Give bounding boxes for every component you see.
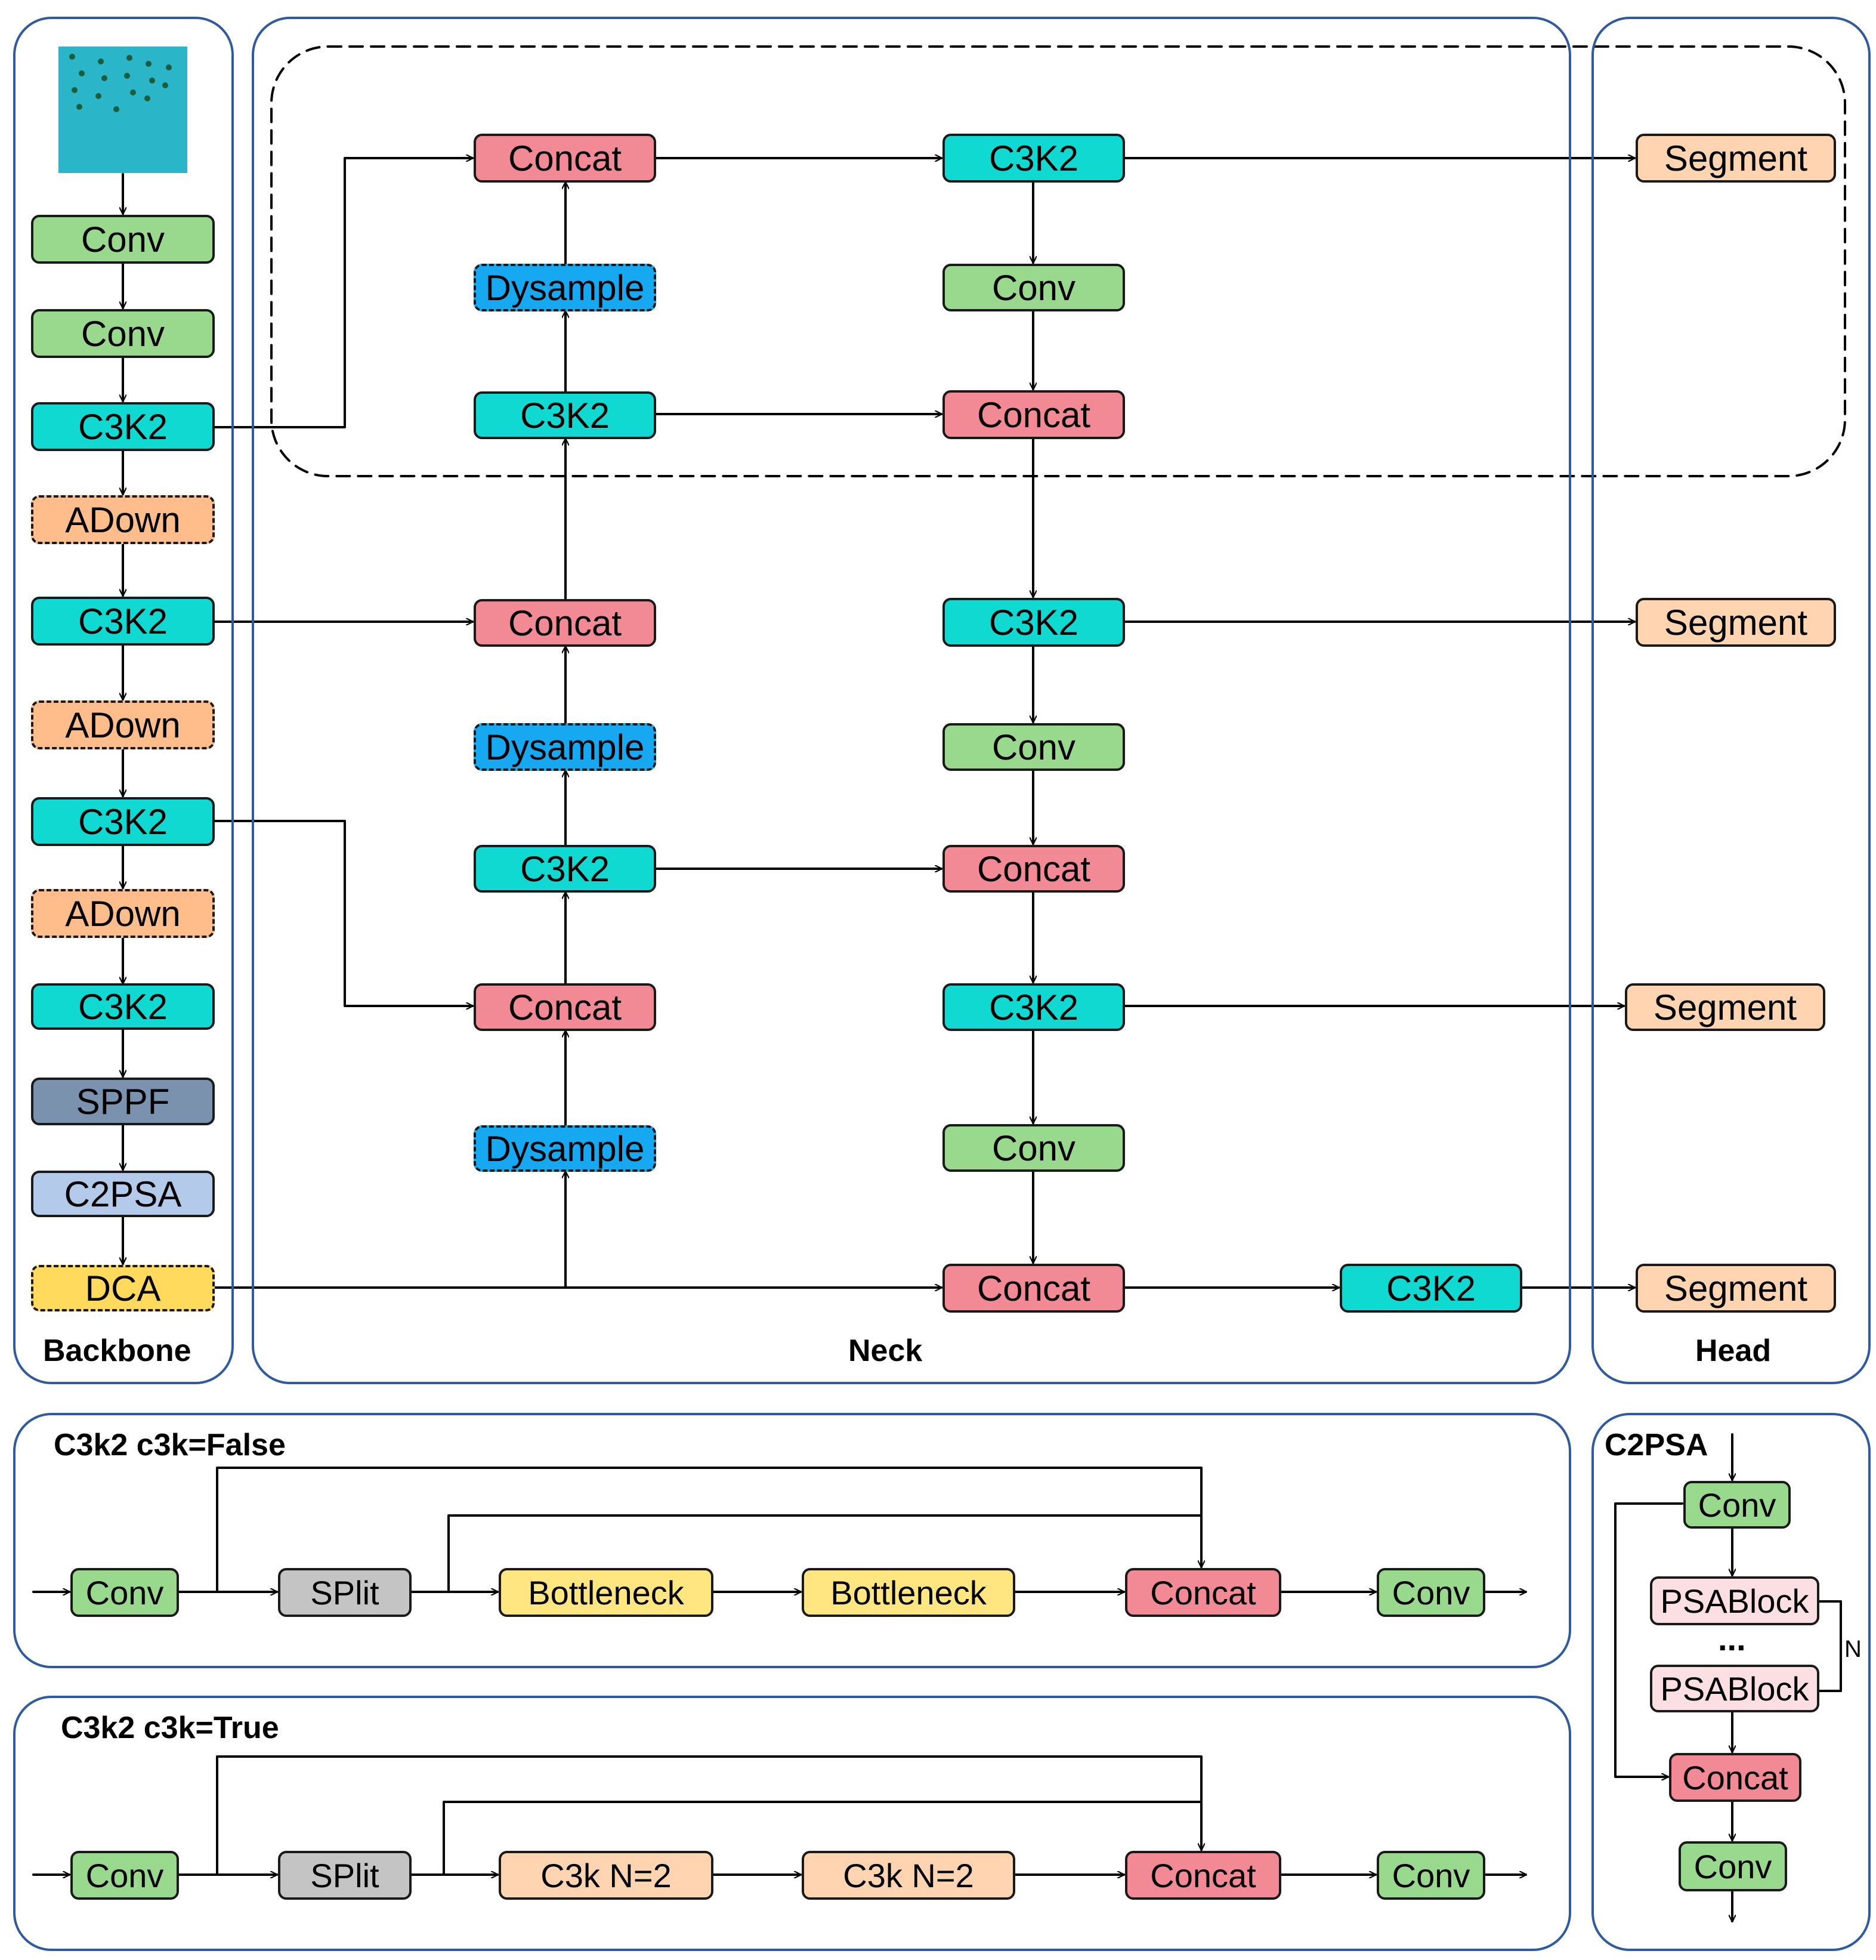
neck-dysample-3: Dysample: [474, 1125, 656, 1172]
c2psa-psablock-2: PSABlock: [1650, 1665, 1819, 1712]
backbone-panel: [13, 17, 234, 1384]
neck-concat-4: Concat: [942, 390, 1125, 439]
backbone-conv-1: Conv: [31, 215, 215, 264]
c2psa-conv-out: Conv: [1679, 1841, 1787, 1891]
backbone-adown-3: ADown: [31, 889, 215, 938]
head-panel: [1591, 17, 1871, 1384]
c2psa-n-label: N: [1844, 1636, 1862, 1662]
head-segment-3: Segment: [1625, 983, 1825, 1031]
head-segment-4: Segment: [1636, 1264, 1836, 1313]
c2psa-panel: [1591, 1413, 1871, 1951]
neck-concat-1: Concat: [474, 134, 656, 183]
neck-c3k2-2: C3K2: [474, 845, 656, 893]
neck-dysample-2: Dysample: [474, 723, 656, 771]
neck-conv-2: Conv: [942, 723, 1125, 771]
backbone-sppf: SPPF: [31, 1078, 215, 1125]
backbone-adown-1: ADown: [31, 495, 215, 544]
neck-c3k2-5: C3K2: [942, 983, 1125, 1031]
c3k2f-concat: Concat: [1125, 1568, 1281, 1617]
backbone-c3k2-2: C3K2: [31, 597, 215, 646]
neck-concat-3: Concat: [474, 983, 656, 1031]
neck-c3k2-4: C3K2: [942, 598, 1125, 647]
neck-conv-3: Conv: [942, 1124, 1125, 1172]
neck-c3k2-1: C3K2: [474, 391, 656, 439]
c3k2-false-panel: [13, 1413, 1571, 1668]
neck-conv-1: Conv: [942, 264, 1125, 311]
c3k2f-split: SPlit: [278, 1568, 412, 1617]
c3k2f-bottleneck-2: Bottleneck: [802, 1568, 1015, 1617]
input-image: [58, 47, 187, 173]
c2psa-title: C2PSA: [1605, 1428, 1708, 1462]
c2psa-dots: ...: [1718, 1620, 1746, 1657]
c3k2-false-title: C3k2 c3k=False: [54, 1428, 286, 1462]
c2psa-concat: Concat: [1669, 1753, 1801, 1802]
head-segment-2: Segment: [1636, 598, 1836, 647]
neck-c3k2-3: C3K2: [942, 134, 1125, 183]
c2psa-conv-in: Conv: [1683, 1481, 1791, 1529]
backbone-adown-2: ADown: [31, 700, 215, 749]
c3k2-true-title: C3k2 c3k=True: [61, 1711, 279, 1745]
head-label: Head: [1695, 1334, 1772, 1368]
neck-c3k2-6: C3K2: [1340, 1264, 1522, 1313]
c3k2t-conv-out: Conv: [1377, 1851, 1485, 1900]
c3k2t-conv-in: Conv: [70, 1851, 179, 1900]
c3k2t-split: SPlit: [278, 1851, 412, 1900]
neck-concat-2: Concat: [474, 599, 656, 647]
backbone-c3k2-4: C3K2: [31, 983, 215, 1030]
c3k2-true-panel: [13, 1696, 1571, 1951]
c3k2t-c3k-2: C3k N=2: [802, 1851, 1015, 1900]
c3k2f-conv-out: Conv: [1377, 1568, 1485, 1617]
c3k2f-conv-in: Conv: [70, 1568, 179, 1617]
c3k2f-bottleneck-1: Bottleneck: [499, 1568, 713, 1617]
backbone-c3k2-3: C3K2: [31, 797, 215, 846]
neck-dysample-1: Dysample: [474, 264, 656, 311]
c2psa-psablock-1: PSABlock: [1650, 1576, 1819, 1625]
neck-label: Neck: [848, 1334, 923, 1368]
backbone-c2psa: C2PSA: [31, 1171, 215, 1217]
head-segment-1: Segment: [1636, 134, 1836, 183]
backbone-conv-2: Conv: [31, 309, 215, 358]
backbone-c3k2-1: C3K2: [31, 402, 215, 451]
backbone-label: Backbone: [43, 1334, 191, 1368]
backbone-dca: DCA: [31, 1265, 215, 1311]
c3k2t-c3k-1: C3k N=2: [499, 1851, 713, 1900]
c3k2t-concat: Concat: [1125, 1851, 1281, 1900]
neck-concat-6: Concat: [942, 1264, 1125, 1313]
neck-panel: [252, 17, 1571, 1384]
neck-concat-5: Concat: [942, 845, 1125, 893]
